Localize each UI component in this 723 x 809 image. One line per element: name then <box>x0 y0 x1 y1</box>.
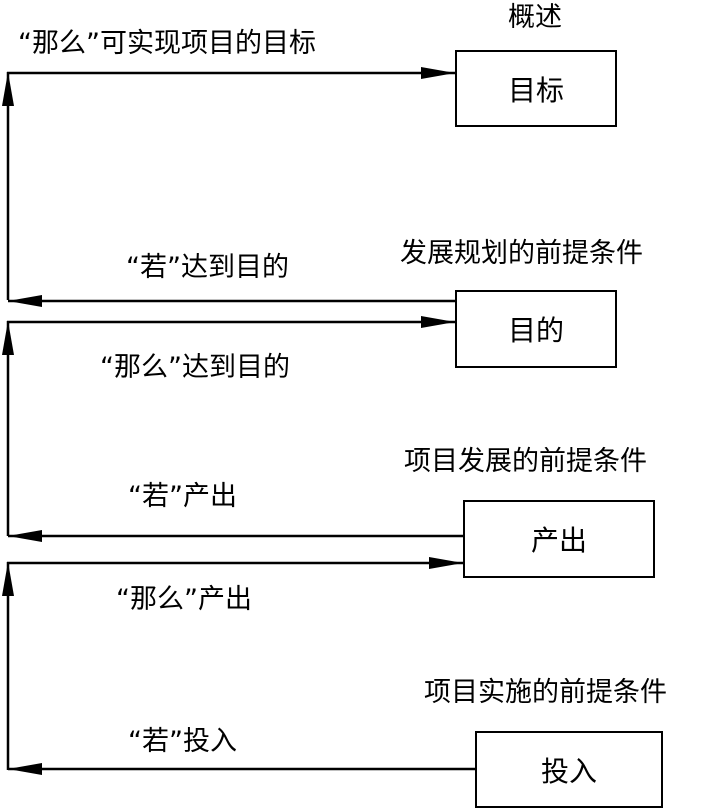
input-box: 投入 <box>475 731 663 808</box>
if-label: “若”产出 <box>128 481 237 512</box>
if-label: “若”达到目的 <box>126 252 289 283</box>
then-label: “那么”达到目的 <box>100 352 290 383</box>
then-label: “那么”产出 <box>116 584 252 615</box>
if-label: “若”投入 <box>128 726 237 757</box>
condition-label: 项目实施的前提条件 <box>424 677 667 708</box>
condition-label: 概述 <box>508 2 562 33</box>
purpose-box: 目的 <box>455 290 617 368</box>
then-label: “那么”可实现项目的目标 <box>18 28 316 59</box>
goal-box: 目标 <box>455 50 617 127</box>
condition-label: 发展规划的前提条件 <box>400 238 643 269</box>
condition-label: 项目发展的前提条件 <box>404 446 647 477</box>
output-box: 产出 <box>463 500 655 578</box>
